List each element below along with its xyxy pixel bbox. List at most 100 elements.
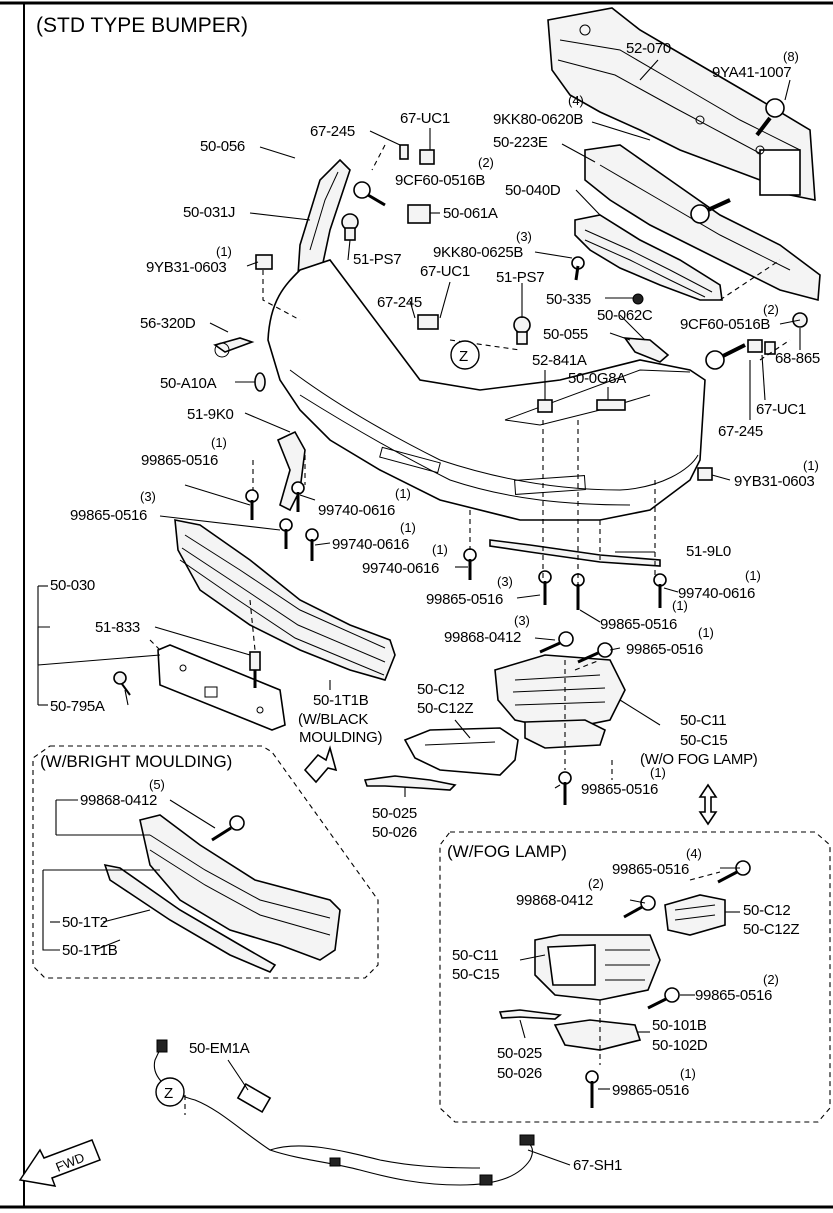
screw-icon [571,573,585,610]
quantity-label: (3) [514,613,530,628]
part-label: 50-056 [200,138,245,155]
part-label: 67-UC1 [756,401,806,418]
part-label: 50-C11 [452,947,498,964]
quantity-label: (1) [216,244,232,259]
screw-icon [305,528,319,561]
bumper-reinforcement-drawing [547,7,816,201]
hook-icon [213,337,255,358]
bright-moulding-grille-drawing [103,814,341,973]
part-label: 50-061A [443,205,498,222]
part-label: 99868-0412 [516,892,593,909]
part-label: 9YB31-0603 [146,259,226,276]
moulding-strip-drawing [363,775,457,791]
diagram-title: (STD TYPE BUMPER) [36,14,248,37]
note-wo-fog-lamp: (W/O FOG LAMP) [640,751,758,768]
part-label: 9KK80-0620B [493,111,583,128]
part-label: 99865-0516 [581,781,658,798]
screw-icon [539,631,574,654]
strip-icon [276,430,306,512]
part-label: 99740-0616 [362,560,439,577]
bolt-icon [755,98,785,137]
quantity-label: (1) [698,625,714,640]
part-label: 50-EM1A [189,1040,250,1057]
part-label: 50-101B [652,1017,707,1034]
screw-icon [279,518,293,549]
quantity-label: (2) [763,972,779,987]
screw-icon [571,256,585,281]
quantity-label: (2) [763,302,779,317]
part-label: 9YA41-1007 [712,64,791,81]
part-label: 50-A10A [160,375,217,392]
bright-moulding-section-box [32,745,379,979]
quantity-label: (3) [140,489,156,504]
quantity-label: (1) [400,520,416,535]
part-label: 50-025 [497,1045,542,1062]
part-label: 99740-0616 [332,536,409,553]
fog-grille-cover-drawing [494,654,626,749]
part-label: 99868-0412 [80,792,157,809]
part-label: 50-C12 [417,681,464,698]
fog-lamp-section-box [439,831,831,1123]
part-label: 67-UC1 [420,263,470,280]
quantity-label: (1) [680,1066,696,1081]
part-label: 99868-0412 [444,629,521,646]
nut-icon [632,293,644,305]
clip-icon [513,316,531,345]
part-label: 67-UC1 [400,110,450,127]
quantity-label: (4) [686,846,702,861]
part-label: 9CF60-0516B [395,172,485,189]
part-label: 50-026 [372,824,417,841]
part-label: 99865-0516 [695,987,772,1004]
quantity-label: (3) [516,229,532,244]
part-label: 56-320D [140,315,196,332]
part-labels: 52-070 (8) 9YA41-1007 (4) 9KK80-0620B 50… [50,40,820,1174]
svg-text:Z: Z [459,348,468,365]
side-cover-drawing [403,727,519,776]
part-label: 50-055 [543,326,588,343]
quantity-label: (8) [783,49,799,64]
part-label: 50-C15 [680,732,727,749]
part-label: 67-245 [377,294,422,311]
nut-icon [255,254,273,270]
note-black-moulding-2: MOULDING) [299,729,382,746]
part-label: 50-223E [493,134,548,151]
part-label: 51-9K0 [187,406,234,423]
part-label: 99865-0516 [612,1082,689,1099]
leader-lines [37,59,801,1166]
screw-icon [245,489,259,520]
part-label: 68-865 [775,350,820,367]
quantity-label: (3) [497,574,513,589]
part-label: 9YB31-0603 [734,473,814,490]
part-label: 99740-0616 [678,585,755,602]
quantity-label: (4) [568,93,584,108]
quantity-label: (5) [149,777,165,792]
part-label: 50-026 [497,1065,542,1082]
quantity-label: (2) [588,876,604,891]
screw-icon [717,860,751,884]
tag-icon [596,399,626,411]
clip-icon [747,339,776,355]
part-label: 99865-0516 [626,641,703,658]
screw-icon [558,771,572,805]
part-label: 50-062C [597,307,653,324]
part-label: 99865-0516 [600,616,677,633]
clip-icon [407,204,431,224]
part-label: 51-PS7 [353,251,401,268]
bolt-icon [705,343,746,370]
strip-icon [489,539,661,567]
bolt-icon [690,198,731,224]
part-label: 99865-0516 [70,507,147,524]
rivet-icon [249,651,261,688]
part-label: 50-C11 [680,712,726,729]
zone-z-marker-top: Z [450,340,480,370]
swap-arrow-icon [698,783,718,826]
part-label: 50-0G8A [568,370,626,387]
upper-grille-drawing [574,214,723,301]
lower-grille-black-drawing [174,519,396,681]
part-label: 50-C12Z [417,700,473,717]
part-label: 99865-0516 [141,452,218,469]
quantity-label: (1) [211,435,227,450]
part-label: 9KK80-0625B [433,244,523,261]
